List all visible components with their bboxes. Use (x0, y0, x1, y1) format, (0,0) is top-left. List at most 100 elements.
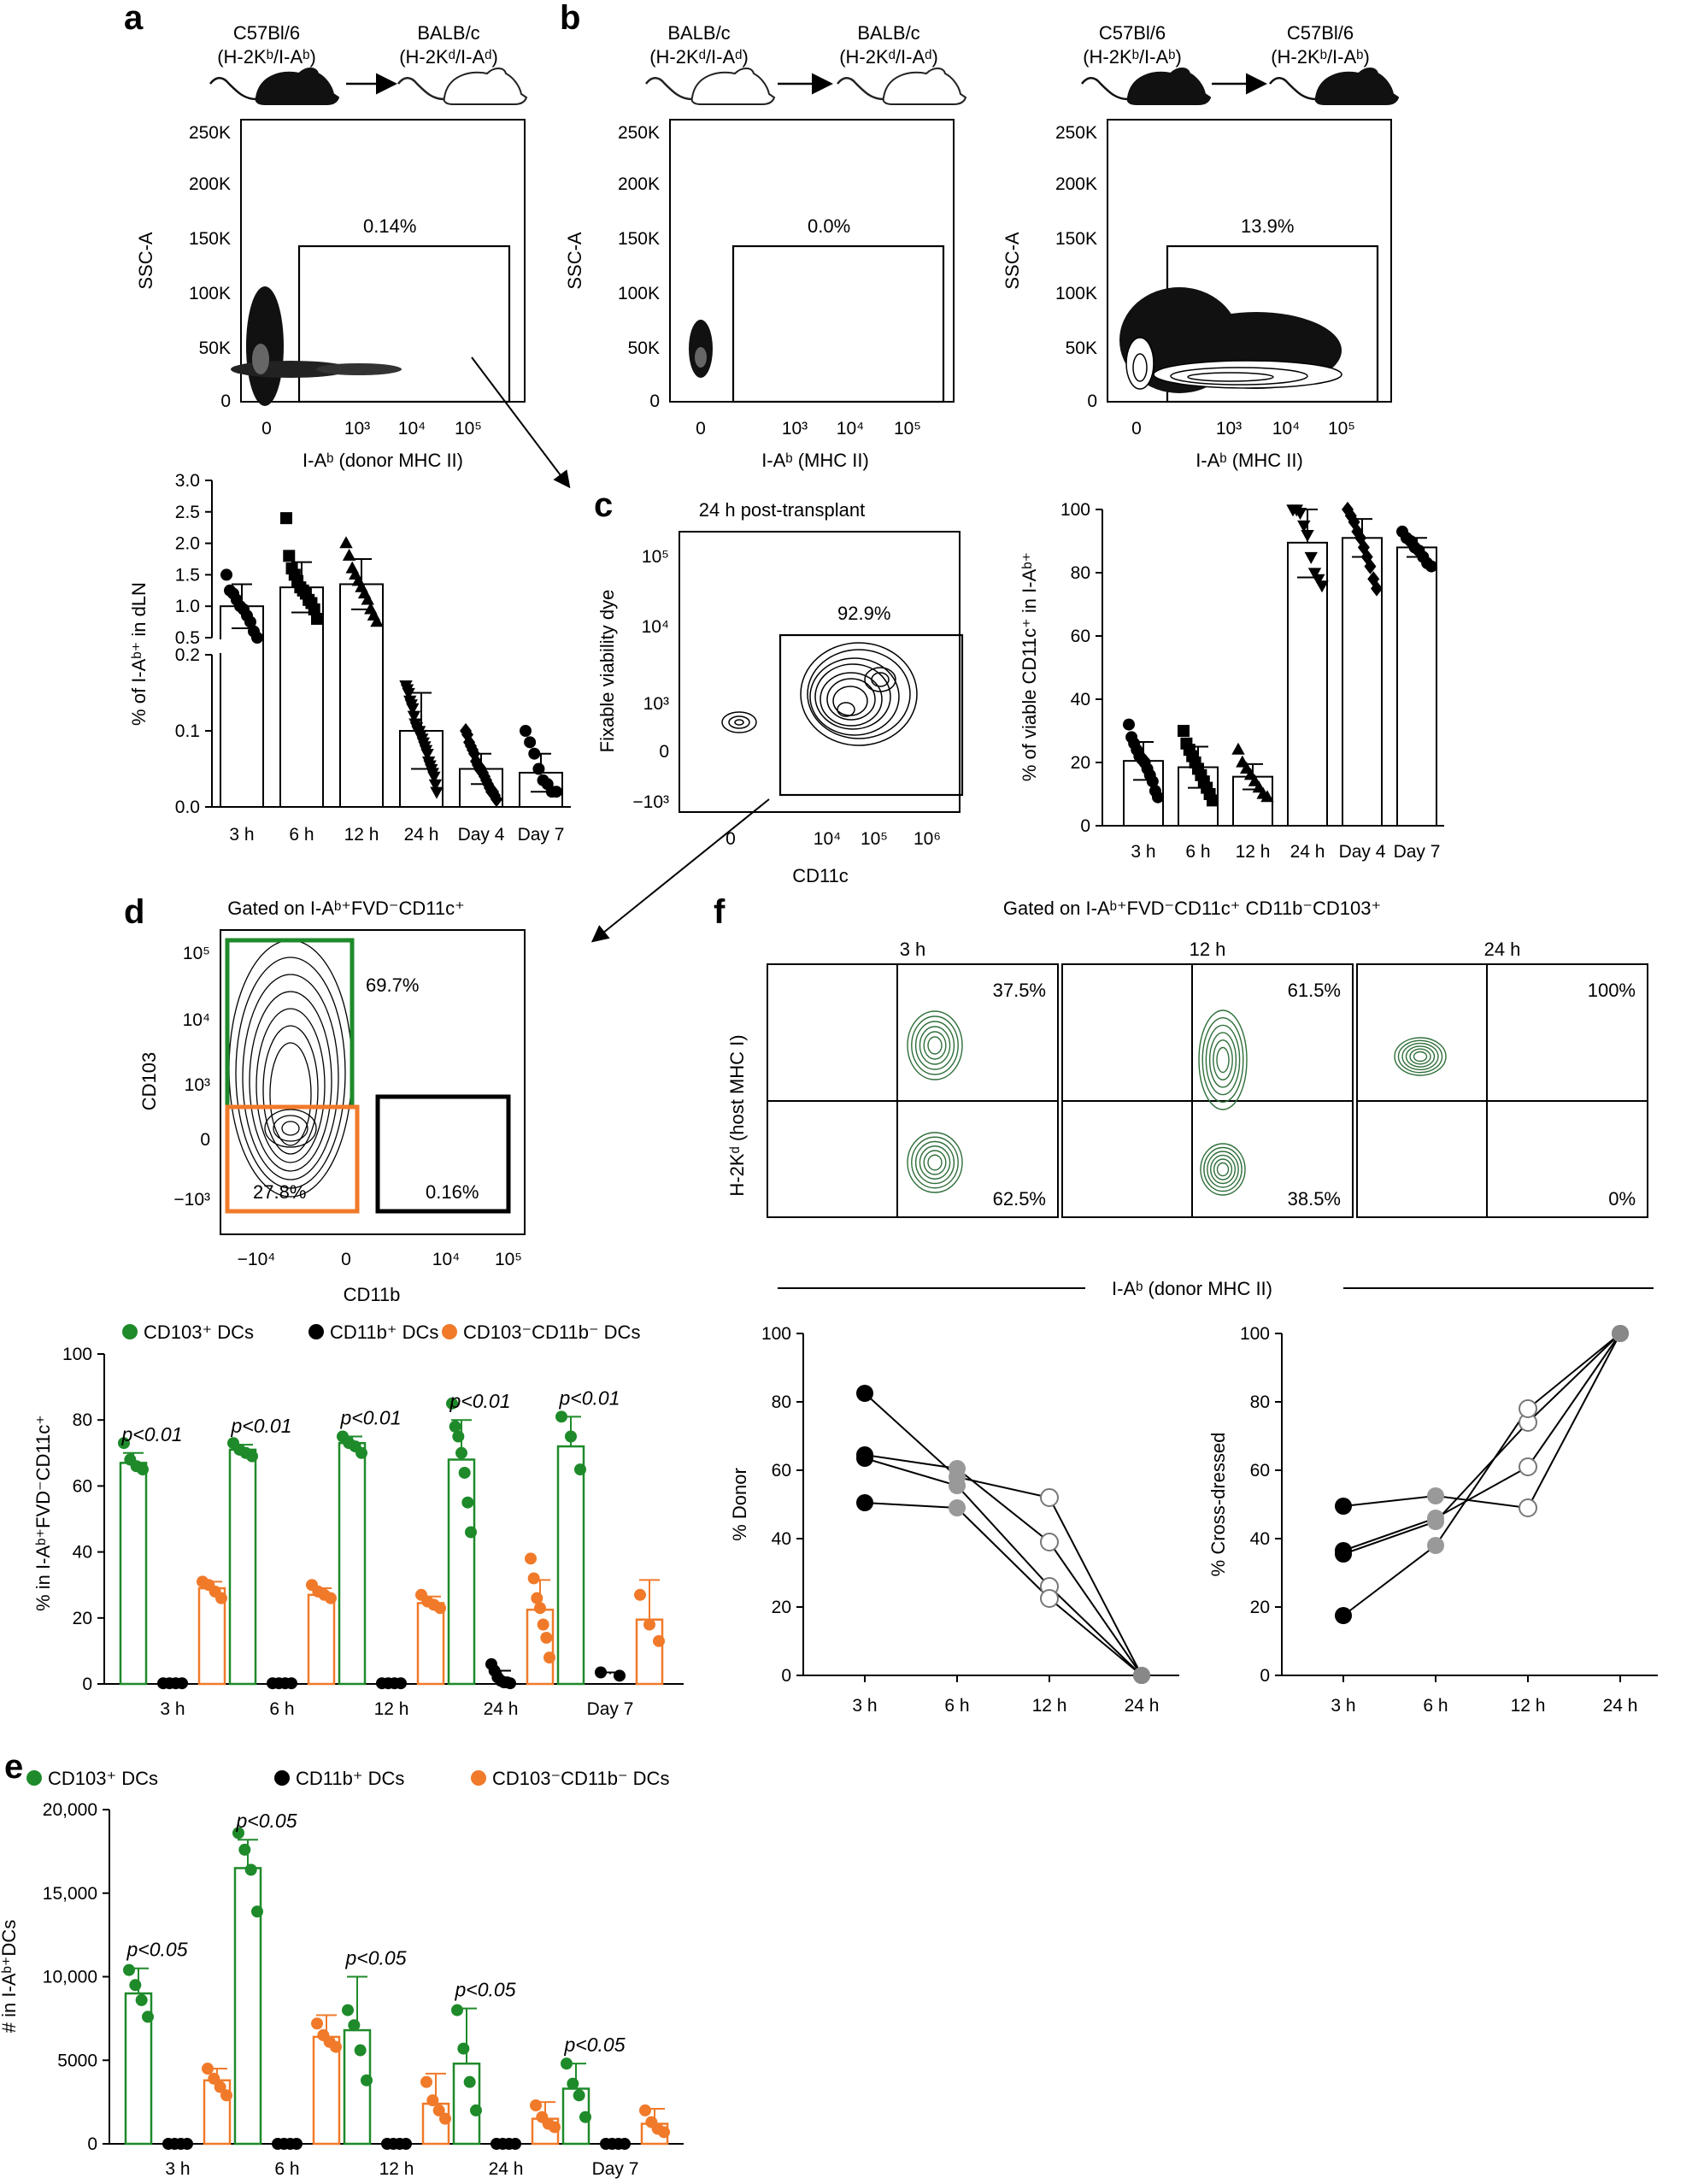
series-line (864, 1454, 1143, 1676)
y-tick: 200K (618, 174, 660, 194)
y-tick-labels: 10⁵ 10⁴ 10³ 0 −10³ (632, 547, 669, 812)
flow-time-label: 24 h (1484, 939, 1521, 960)
p-value-label: p<0.05 (564, 2034, 626, 2056)
contours (721, 642, 918, 746)
x-tick-label: 3 h (160, 1699, 185, 1719)
legend-label: CD103⁻CD11b⁻ DCs (492, 1768, 669, 1789)
data-point (639, 2104, 651, 2116)
contour (1394, 1037, 1447, 1076)
gate-percent-cd103: 69.7% (366, 974, 419, 996)
series-line (864, 1392, 1143, 1676)
data-point (214, 2081, 226, 2093)
data-point (220, 2089, 232, 2102)
data-point (528, 747, 541, 760)
x-tick: 0 (696, 419, 706, 439)
bar (416, 1602, 445, 1686)
data-point (524, 736, 537, 749)
x-tick-label: 12 h (374, 1699, 409, 1719)
p-value-label: p<0.05 (455, 1979, 516, 2001)
x-tick: 10⁴ (432, 1250, 460, 1269)
data-point (135, 1993, 148, 2006)
x-tick-label: 12 h (344, 825, 379, 845)
x-axis-label: I-Aᵇ (MHC II) (761, 450, 869, 471)
contour (911, 1136, 959, 1189)
y-tick-label: 100 (1060, 500, 1090, 520)
y-tick-label: 0.0 (175, 798, 200, 817)
y-tick: 150K (1055, 229, 1097, 249)
panel-label-e: e (4, 1748, 23, 1786)
y-tick-label: 80 (73, 1410, 92, 1430)
data-point (1040, 1488, 1059, 1507)
quadrant-percent-upper: 61.5% (1288, 980, 1341, 1001)
y-axis-label: SSC-A (564, 232, 585, 290)
recipient-mouse-icon (1268, 67, 1400, 106)
contour (927, 1036, 943, 1055)
y-tick-label: 20 (1250, 1598, 1270, 1617)
panel-label-f: f (714, 893, 726, 931)
p-value-label: p<0.01 (231, 1415, 292, 1437)
y-tick-labels: 10⁵ 10⁴ 10³ 0 −10³ (173, 944, 210, 1210)
data-point (434, 1602, 446, 1615)
data-point (342, 548, 356, 561)
panel-b2-flow-plot: 13.9% 250K 200K 150K 100K 50K 0 0 10³ 10… (1002, 119, 1392, 471)
data-point (291, 2138, 303, 2150)
data-point (428, 779, 443, 792)
legend-marker-cd103 (26, 1770, 42, 1786)
x-tick: 10⁴ (814, 829, 841, 849)
data-point (420, 2075, 432, 2088)
y-tick-label: 40 (1250, 1529, 1270, 1549)
data-point (455, 1446, 467, 1459)
contour (907, 1010, 963, 1080)
x-tick-labels: 0 10⁴ 10⁵ 10⁶ (726, 829, 941, 849)
p-value-label: p<0.01 (449, 1390, 511, 1412)
x-tick-label: Day 7 (518, 825, 565, 845)
panel-a-header: C57Bl/6 (H-2Kᵇ/I-Aᵇ) BALB/c (H-2Kᵈ/I-Aᵈ) (209, 22, 528, 106)
contour (1198, 1010, 1248, 1110)
data-point (643, 1618, 655, 1631)
gate-percent-dn: 27.8% (253, 1181, 306, 1203)
data-point (432, 2104, 445, 2116)
data-point (1178, 725, 1190, 737)
x-tick: 0 (341, 1250, 351, 1269)
y-tick: 0 (200, 1130, 210, 1150)
legend-marker-cd11b (274, 1770, 290, 1786)
data-point (573, 2089, 585, 2102)
data-point (118, 1437, 130, 1450)
donor-strain: C57Bl/6 (1099, 22, 1166, 44)
data-point (325, 1592, 337, 1604)
y-tick-label: 100 (62, 1345, 92, 1364)
gate-box (731, 244, 945, 403)
contour (1208, 1032, 1237, 1088)
gate-percent: 0.0% (808, 215, 850, 237)
x-axis-label: I-Aᵇ (donor MHC II) (1112, 1278, 1272, 1299)
y-axis-label: Fixable viability dye (596, 590, 618, 753)
panel-a-bar-chart: % of I-Aᵇ⁺ in dLN 3.02.52.01.51.00.50.20… (128, 471, 571, 845)
data-point (311, 2017, 323, 2030)
data-point (565, 1430, 577, 1443)
x-tick-label: Day 4 (458, 825, 505, 845)
series-line (864, 1502, 1143, 1676)
gate-box (778, 633, 964, 797)
data-point (1348, 514, 1360, 530)
data-point (1133, 1667, 1150, 1684)
y-tick-label: 15,000 (43, 1884, 97, 1904)
data-point (1354, 530, 1367, 546)
data-point (574, 1463, 586, 1476)
panel-b1-header: BALB/c (H-2Kᵈ/I-Aᵈ) BALB/c (H-2Kᵈ/I-Aᵈ) (644, 22, 967, 106)
contour (1205, 1024, 1241, 1096)
x-tick-label: 24 h (1290, 842, 1325, 862)
y-tick-label: 20 (73, 1609, 92, 1628)
gate-percent: 13.9% (1241, 215, 1294, 237)
flow-time-label: 12 h (1190, 939, 1226, 960)
series-line (1342, 1333, 1621, 1555)
panel-b2-header: C57Bl/6 (H-2Kᵇ/I-Aᵇ) C57Bl/6 (H-2Kᵇ/I-Aᵇ… (1080, 22, 1400, 106)
data-point (246, 1450, 258, 1463)
plot-frame (679, 531, 961, 813)
legend-marker-cd11b (308, 1324, 324, 1339)
y-tick: 0 (649, 391, 660, 411)
data-point (1146, 775, 1159, 788)
y-axis-label: CD103 (138, 1052, 160, 1110)
data-point (1040, 1533, 1059, 1551)
